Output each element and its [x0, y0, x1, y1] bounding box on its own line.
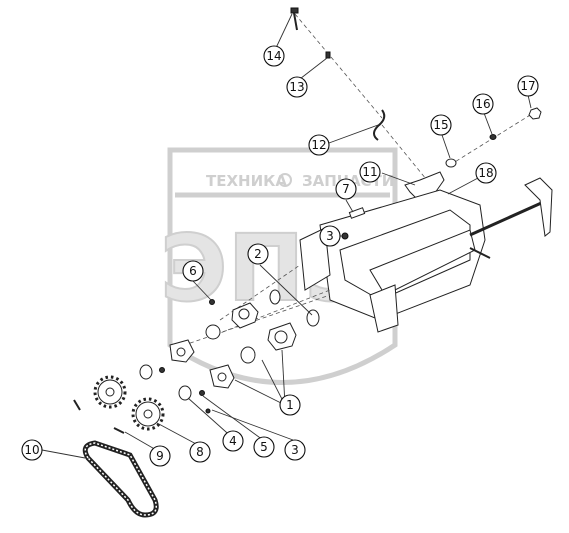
- housing-foot: [369, 284, 399, 333]
- svg-text:3: 3: [326, 229, 334, 243]
- callout-18: 18: [475, 162, 497, 184]
- shaft-right: [469, 198, 549, 237]
- svg-text:12: 12: [311, 138, 326, 152]
- callout-13: 13: [286, 76, 308, 98]
- pin-7: [348, 207, 366, 219]
- bolt-3-lower: [205, 408, 211, 414]
- watermark-word-left: ТЕХНИКА: [206, 172, 287, 190]
- svg-text:10: 10: [24, 443, 39, 457]
- callout-1: 1: [279, 394, 301, 416]
- callout-4: 4: [222, 430, 244, 452]
- svg-text:16: 16: [475, 97, 490, 111]
- svg-text:17: 17: [520, 79, 535, 93]
- watermark-gear-icon: [278, 173, 292, 187]
- callout-12: 12: [308, 134, 330, 156]
- main-housing: [299, 177, 553, 333]
- callout-7: 7: [335, 178, 357, 200]
- housing-front-plate: [339, 209, 471, 301]
- bushing-4: [178, 385, 192, 401]
- nut-5: [199, 390, 205, 396]
- fastener-set-right: [445, 107, 542, 168]
- callout-6: 6: [182, 260, 204, 282]
- key-left: [73, 399, 81, 411]
- svg-text:6: 6: [189, 264, 197, 278]
- sprocket-left: [93, 375, 127, 409]
- callout-14: 14: [263, 45, 285, 67]
- svg-text:5: 5: [260, 440, 268, 454]
- callout-5: 5: [253, 436, 275, 458]
- callout-15: 15: [430, 114, 452, 136]
- bolt-6: [209, 299, 215, 305]
- svg-text:13: 13: [289, 80, 304, 94]
- tension-spring: [373, 109, 386, 141]
- callout-11: 11: [359, 161, 381, 183]
- roller-chain: [82, 440, 159, 518]
- bolt-head: [290, 7, 299, 14]
- bushing-right: [240, 346, 256, 364]
- tension-assembly: [290, 7, 436, 191]
- flange-bearing-lower-bore: [217, 372, 227, 382]
- bushing-small: [139, 364, 153, 380]
- nut-small: [159, 367, 165, 373]
- callout-2: 2: [247, 243, 269, 265]
- callout-17: 17: [517, 75, 539, 97]
- housing-left-plate: [299, 227, 331, 291]
- sprocket-right: [131, 397, 165, 431]
- svg-text:9: 9: [156, 449, 164, 463]
- svg-text:1: 1: [286, 398, 294, 412]
- svg-text:3: 3: [291, 443, 299, 457]
- bearing-set: [139, 289, 320, 414]
- washer: [445, 158, 457, 168]
- svg-text:7: 7: [342, 182, 350, 196]
- washer-upper: [269, 289, 281, 305]
- nut: [325, 51, 331, 59]
- bolt-shank: [293, 12, 298, 31]
- svg-text:8: 8: [196, 445, 204, 459]
- watermark-shield-outline: [167, 147, 398, 385]
- shaft-pin: [469, 247, 491, 259]
- callout-10: 10: [21, 439, 43, 461]
- flange-bearing-lower-left-bore: [176, 347, 186, 357]
- svg-text:11: 11: [362, 165, 377, 179]
- shaft-lever: [524, 177, 553, 237]
- bolt-3-upper: [341, 232, 349, 240]
- callout-16: 16: [472, 93, 494, 115]
- flange-bearing-top-bore: [238, 308, 250, 320]
- hex-nut: [528, 107, 542, 120]
- svg-text:4: 4: [229, 434, 237, 448]
- svg-text:14: 14: [266, 49, 281, 63]
- callout-9: 9: [149, 445, 171, 467]
- washer-2: [306, 309, 320, 327]
- flange-bearing-right-bore: [274, 330, 288, 344]
- axis-line-bolt: [294, 13, 383, 119]
- callout-3-lower: 3: [284, 439, 306, 461]
- svg-text:15: 15: [433, 118, 448, 132]
- lock-washer: [489, 134, 497, 140]
- bushing-left: [205, 324, 221, 340]
- sprocket-set: [73, 375, 165, 434]
- callout-3-upper: 3: [319, 225, 341, 247]
- key-9: [113, 427, 125, 434]
- svg-text:18: 18: [478, 166, 493, 180]
- svg-text:2: 2: [254, 247, 262, 261]
- callout-8: 8: [189, 441, 211, 463]
